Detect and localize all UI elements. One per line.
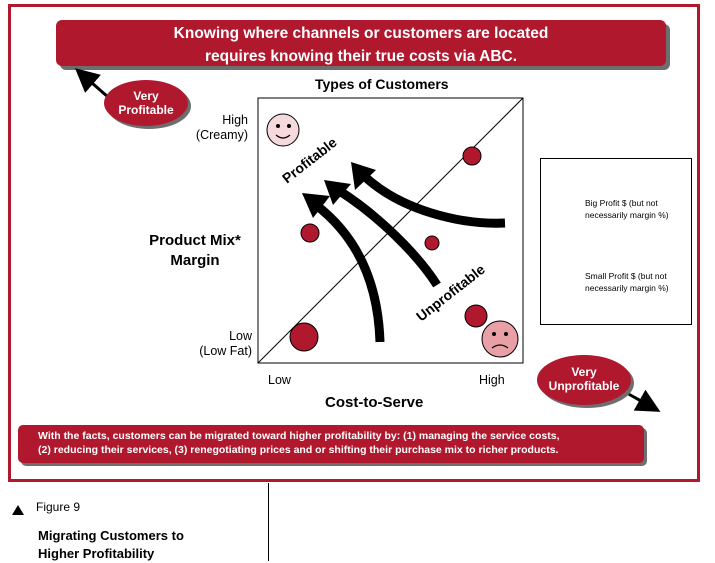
happy-face-icon (266, 113, 300, 147)
y-low-line-2: (Low Fat) (199, 344, 252, 358)
x-low-label: Low (268, 373, 291, 387)
very-profitable-callout: Very Profitable (104, 80, 188, 126)
y-low-line-1: Low (229, 329, 252, 343)
customer-dot-medium (464, 304, 488, 328)
migration-arrow-2 (335, 186, 441, 288)
figure-title: Migrating Customers to Higher Profitabil… (38, 527, 184, 563)
very-unprofitable-line-2: Unprofitable (548, 379, 620, 393)
migration-arrow-1 (313, 201, 385, 343)
migration-arrow-3 (359, 171, 506, 228)
very-profitable-line-1: Very (133, 89, 159, 103)
header-banner: Knowing where channels or customers are … (56, 20, 666, 66)
figure-title-line-1: Migrating Customers to (38, 528, 184, 543)
figure-number: Figure 9 (36, 500, 81, 514)
very-unprofitable-callout: Very Unprofitable (537, 355, 631, 405)
very-profitable-line-2: Profitable (118, 103, 174, 117)
customer-dot-small (424, 235, 440, 251)
legend-small-label: Small Profit $ (but not necessarily marg… (585, 270, 669, 294)
y-axis-title-line-2: Margin (170, 252, 220, 269)
y-high-label: High (Creamy) (184, 113, 248, 143)
legend-big-label: Big Profit $ (but not necessarily margin… (585, 197, 669, 221)
quadrant-title: Types of Customers (315, 76, 449, 92)
banner-line-2: requires knowing their true costs via AB… (204, 48, 518, 65)
customer-dot-small (462, 146, 482, 166)
migration-arrow-3-head (351, 162, 376, 190)
y-high-line-2: (Creamy) (195, 128, 248, 142)
customer-dot-small (300, 223, 320, 243)
legend-small-line-2: necessarily margin %) (585, 283, 669, 293)
figure-frame (8, 4, 700, 482)
y-high-line-1: High (222, 113, 248, 127)
figure-title-line-2: Higher Profitability (38, 546, 155, 561)
legend-box (540, 158, 692, 325)
legend-big-line-2: necessarily margin %) (585, 210, 669, 220)
banner-line-1: Knowing where channels or customers are … (173, 25, 549, 42)
footer-line-2: (2) reducing their services, (3) renegot… (38, 444, 559, 456)
x-high-label: High (479, 373, 505, 387)
very-unprofitable-arrow (624, 389, 661, 412)
figure-triangle-icon (12, 505, 24, 515)
very-profitable-arrow (74, 68, 109, 99)
very-unprofitable-line-1: Very (571, 365, 597, 379)
footer-line-1: With the facts, customers can be migrate… (38, 430, 560, 442)
legend-small-line-1: Small Profit $ (but not (585, 271, 667, 281)
migration-arrow-1-head (302, 193, 330, 218)
customer-dot-big (289, 322, 319, 352)
migration-arrow-2-head (324, 180, 351, 205)
x-axis-title: Cost-to-Serve (325, 394, 424, 411)
sad-face-icon (481, 320, 519, 358)
y-axis-title-line-1: Product Mix* (149, 232, 241, 249)
legend-big-line-1: Big Profit $ (but not (585, 198, 658, 208)
y-low-label: Low (Low Fat) (180, 329, 252, 359)
y-axis-title: Product Mix* Margin (130, 231, 260, 271)
caption-divider (268, 483, 269, 561)
footer-banner: With the facts, customers can be migrate… (18, 425, 644, 463)
